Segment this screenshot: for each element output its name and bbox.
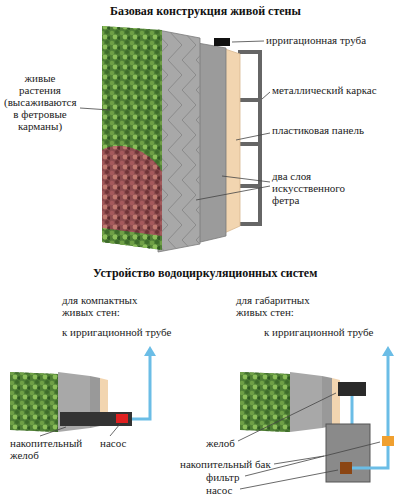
part-label: два слоя искусственного фетра (272, 170, 354, 206)
part-label: накопительный бак (180, 458, 271, 470)
part-label: живые растения (высаживаются в фетровые … (4, 72, 76, 132)
part-label: фильтр (206, 471, 240, 483)
wall-construction (102, 26, 262, 252)
part-label: металлический каркас (272, 84, 377, 96)
part-label: ирригационная труба (266, 34, 366, 46)
diagram-title: Базовая конструкция живой стены (110, 4, 301, 18)
part-label: накопительный желоб (10, 437, 88, 461)
leader-lines (80, 41, 270, 200)
part-label: пластиковая панель (272, 124, 364, 136)
section-subheading: для габаритных живых стен: (236, 294, 326, 318)
pipe-label: к ирригационной трубе (264, 326, 373, 338)
compact-wall (10, 346, 156, 432)
leader-lines (40, 393, 380, 489)
section-subheading: для компактных живых стен: (62, 294, 152, 318)
pipe-label: к ирригационной трубе (62, 326, 171, 338)
part-label: желоб (206, 437, 235, 449)
section-heading: Устройство водоциркуляционных систем (93, 266, 317, 280)
part-label: насос (206, 484, 232, 496)
part-label: насос (100, 437, 126, 449)
